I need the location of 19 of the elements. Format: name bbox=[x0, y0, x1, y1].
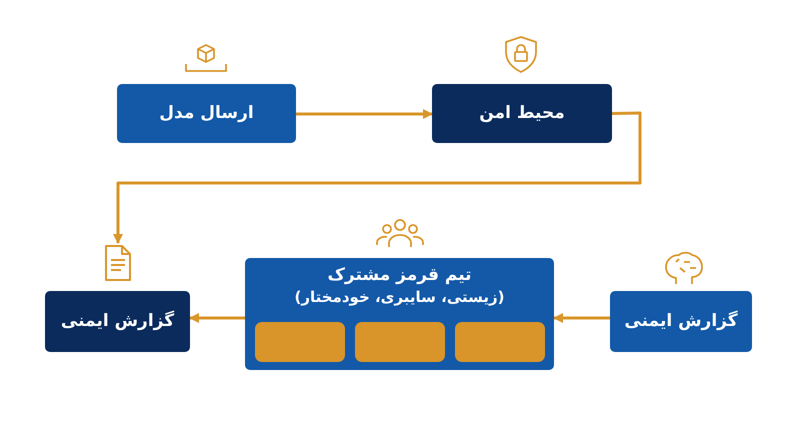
process-box bbox=[432, 84, 612, 143]
node-title: گزارش ایمنی bbox=[60, 310, 174, 333]
node-subtitle: (زیستی، سایبری، خودمختار) bbox=[294, 286, 504, 308]
arrow bbox=[189, 313, 245, 323]
process-box bbox=[117, 84, 296, 143]
arrow bbox=[296, 109, 433, 119]
arrow bbox=[553, 313, 610, 323]
node-title: ارسال مدل bbox=[159, 102, 254, 125]
document-icon bbox=[104, 245, 132, 281]
process-box bbox=[45, 291, 190, 352]
group-box bbox=[245, 258, 554, 370]
sub-box bbox=[455, 322, 545, 362]
sub-box bbox=[355, 322, 445, 362]
node-title: محیط امن bbox=[479, 102, 565, 125]
node-title: تیم قرمز مشترک bbox=[327, 264, 472, 287]
sub-box bbox=[255, 322, 345, 362]
arrow bbox=[113, 112, 642, 244]
node-title: گزارش ایمنی bbox=[624, 310, 738, 333]
process-box bbox=[610, 291, 752, 352]
